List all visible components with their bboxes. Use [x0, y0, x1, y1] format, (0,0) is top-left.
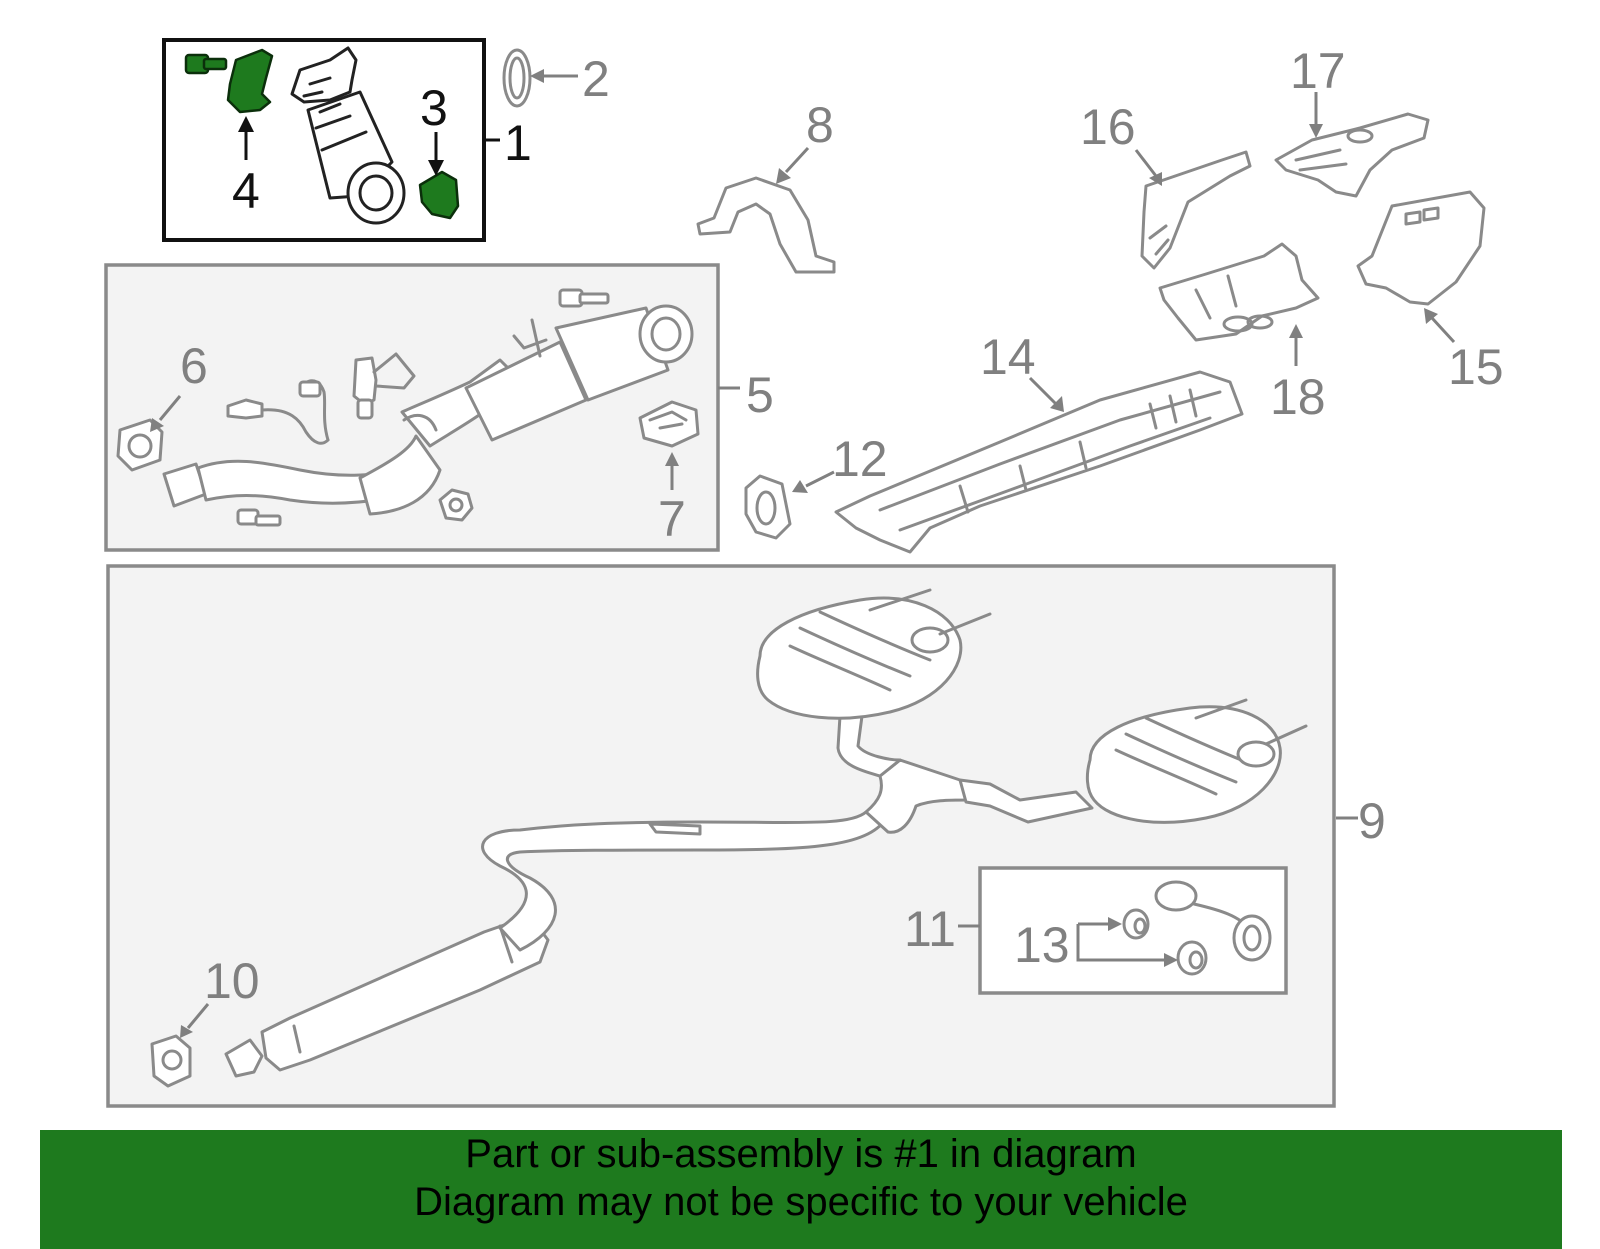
- part-13-insulator[interactable]: [1176, 940, 1208, 976]
- part-5-front-pipe-converter[interactable]: [162, 304, 694, 516]
- footer-banner: Part or sub-assembly is #1 in diagram Di…: [40, 1130, 1562, 1249]
- part-17-heat-shield[interactable]: [1274, 112, 1430, 198]
- bolt-icon: [236, 508, 282, 527]
- callout-6-label: 6: [180, 338, 208, 394]
- footer-line-2: Diagram may not be specific to your vehi…: [414, 1180, 1188, 1224]
- part-9-muffler-assembly[interactable]: [224, 588, 1308, 1078]
- callout-9-label: 9: [1358, 793, 1386, 849]
- part-7-hanger-insulator[interactable]: [638, 400, 700, 448]
- callout-14-label: 14: [980, 329, 1036, 385]
- callout-18-label: 18: [1270, 369, 1326, 425]
- part-14-heat-shield[interactable]: [834, 370, 1244, 554]
- part-4-bracket[interactable]: [226, 48, 274, 114]
- part-1-catalytic-converter[interactable]: [290, 46, 406, 225]
- callout-12-label: 12: [832, 431, 888, 487]
- oxygen-sensor-icon: [226, 379, 330, 445]
- part-15-heat-shield[interactable]: [1356, 190, 1486, 306]
- callout-17-label: 17: [1290, 43, 1346, 99]
- part-6-gasket[interactable]: [116, 418, 164, 472]
- part-18-heat-shield[interactable]: [1158, 242, 1320, 342]
- callout-8-label: 8: [806, 97, 834, 153]
- callout-2-label: 2: [582, 51, 610, 107]
- callout-15-label: 15: [1448, 339, 1504, 395]
- part-16-heat-shield[interactable]: [1140, 150, 1252, 270]
- part-12-hanger[interactable]: [744, 474, 792, 540]
- bolt-icon: [184, 53, 228, 75]
- part-11-hanger[interactable]: [1154, 880, 1272, 962]
- part-13-insulator[interactable]: [1122, 908, 1150, 940]
- callout-16-label: 16: [1080, 99, 1136, 155]
- bolt-icon: [558, 288, 610, 308]
- nut-icon: [438, 488, 474, 522]
- footer-line-1: Part or sub-assembly is #1 in diagram: [465, 1132, 1137, 1176]
- callout-11-label: 11: [904, 901, 956, 957]
- part-3-bracket[interactable]: [418, 170, 460, 220]
- callout-1-label: 1: [504, 115, 532, 171]
- oxygen-sensor-icon: [352, 352, 416, 420]
- callout-10-label: 10: [204, 953, 260, 1009]
- callout-5-label: 5: [746, 367, 774, 423]
- part-8-bracket[interactable]: [696, 176, 836, 274]
- callout-4-label: 4: [232, 163, 260, 219]
- callout-7-label: 7: [658, 491, 686, 547]
- callout-3-label: 3: [420, 80, 448, 136]
- callout-13-label: 13: [1014, 917, 1070, 973]
- part-10-gasket[interactable]: [150, 1034, 192, 1088]
